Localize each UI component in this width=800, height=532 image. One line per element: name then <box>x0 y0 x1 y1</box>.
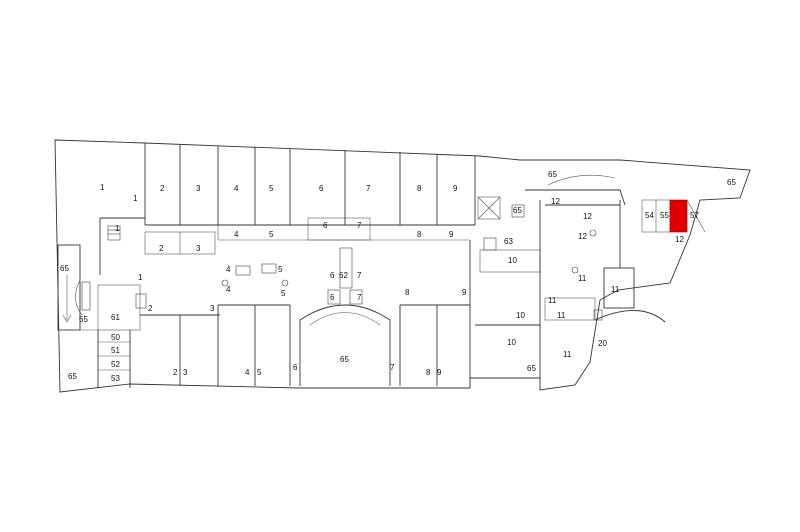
unit-label: 2 <box>173 368 178 377</box>
unit-label: 10 <box>507 338 516 347</box>
unit-label: 10 <box>516 311 525 320</box>
unit-label: 7 <box>357 221 362 230</box>
unit-label: 8 <box>426 368 431 377</box>
unit-label: 65 <box>513 206 522 215</box>
unit-label: 1 <box>100 183 105 192</box>
unit-label: 6 <box>330 293 335 302</box>
unit-label: 10 <box>508 256 517 265</box>
unit-label: 11 <box>557 311 566 320</box>
unit-label: 3 <box>196 184 201 193</box>
unit-label: 12 <box>578 232 587 241</box>
unit-label: 12 <box>551 197 560 206</box>
unit-label: 8 <box>405 288 410 297</box>
unit-label: 65 <box>60 264 69 273</box>
highlighted-unit-57 <box>669 199 688 233</box>
unit-label: 12 <box>675 235 684 244</box>
unit-label: 4 <box>226 265 231 274</box>
unit-label: 9 <box>462 288 467 297</box>
unit-label: 11 <box>563 350 572 359</box>
unit-label: 65 <box>548 170 557 179</box>
unit-label: 51 <box>111 346 120 355</box>
unit-label: 2 <box>159 244 164 253</box>
unit-label: 7 <box>390 363 395 372</box>
unit-label: 1 <box>138 273 143 282</box>
unit-label: 2 <box>160 184 165 193</box>
unit-labels: 1 2 3 4 5 6 7 8 9 65 65 12 12 12 12 54 5… <box>60 170 736 383</box>
unit-label: 4 <box>234 184 239 193</box>
unit-label: 9 <box>437 368 442 377</box>
left-block-walls <box>57 244 141 388</box>
unit-label: 3 <box>196 244 201 253</box>
unit-label: 11 <box>611 285 620 294</box>
unit-label: 61 <box>111 313 120 322</box>
unit-label: 11 <box>548 296 557 305</box>
unit-label: 3 <box>210 304 215 313</box>
unit-label: 6 <box>293 363 298 372</box>
unit-label: 5 <box>281 289 286 298</box>
unit-label: 7 <box>366 184 371 193</box>
unit-label: 5 <box>269 184 274 193</box>
unit-label: 54 <box>645 211 654 220</box>
unit-label: 65 <box>79 315 88 324</box>
unit-label: 5 <box>278 265 283 274</box>
unit-label: 5 <box>257 368 262 377</box>
unit-label: 11 <box>578 274 587 283</box>
unit-label: 8 <box>417 230 422 239</box>
unit-label: 6 <box>319 184 324 193</box>
right-block-walls <box>475 174 706 378</box>
upper-shop-walls <box>99 143 476 275</box>
unit-label: 6 <box>330 271 335 280</box>
unit-label: 9 <box>453 184 458 193</box>
unit-label: 9 <box>449 230 454 239</box>
unit-label: 52 <box>111 360 120 369</box>
unit-label: 8 <box>417 184 422 193</box>
unit-label: 7 <box>357 293 362 302</box>
unit-label: 1 <box>133 194 138 203</box>
unit-label: 4 <box>234 230 239 239</box>
unit-label: 55 <box>660 211 669 220</box>
unit-label: 20 <box>598 339 607 348</box>
unit-label: 65 <box>527 364 536 373</box>
stairs <box>81 204 603 321</box>
unit-label: 65 <box>340 355 349 364</box>
unit-label: 53 <box>111 374 120 383</box>
lower-shop-walls <box>140 240 471 386</box>
unit-label: 65 <box>68 372 77 381</box>
unit-label: 50 <box>111 333 120 342</box>
unit-label: 4 <box>226 285 231 294</box>
unit-label: 7 <box>357 271 362 280</box>
unit-label: 62 <box>339 271 348 280</box>
entrance-markers <box>62 275 72 323</box>
building-outline <box>54 139 751 393</box>
unit-label: 2 <box>148 304 153 313</box>
unit-label: 65 <box>727 178 736 187</box>
unit-label: 5 <box>269 230 274 239</box>
unit-label: 57 <box>690 211 699 220</box>
unit-label: 3 <box>183 368 188 377</box>
unit-label: 4 <box>245 368 250 377</box>
unit-label: 1 <box>115 224 120 233</box>
unit-label: 12 <box>583 212 592 221</box>
unit-label: 63 <box>504 237 513 246</box>
unit-label: 6 <box>323 221 328 230</box>
